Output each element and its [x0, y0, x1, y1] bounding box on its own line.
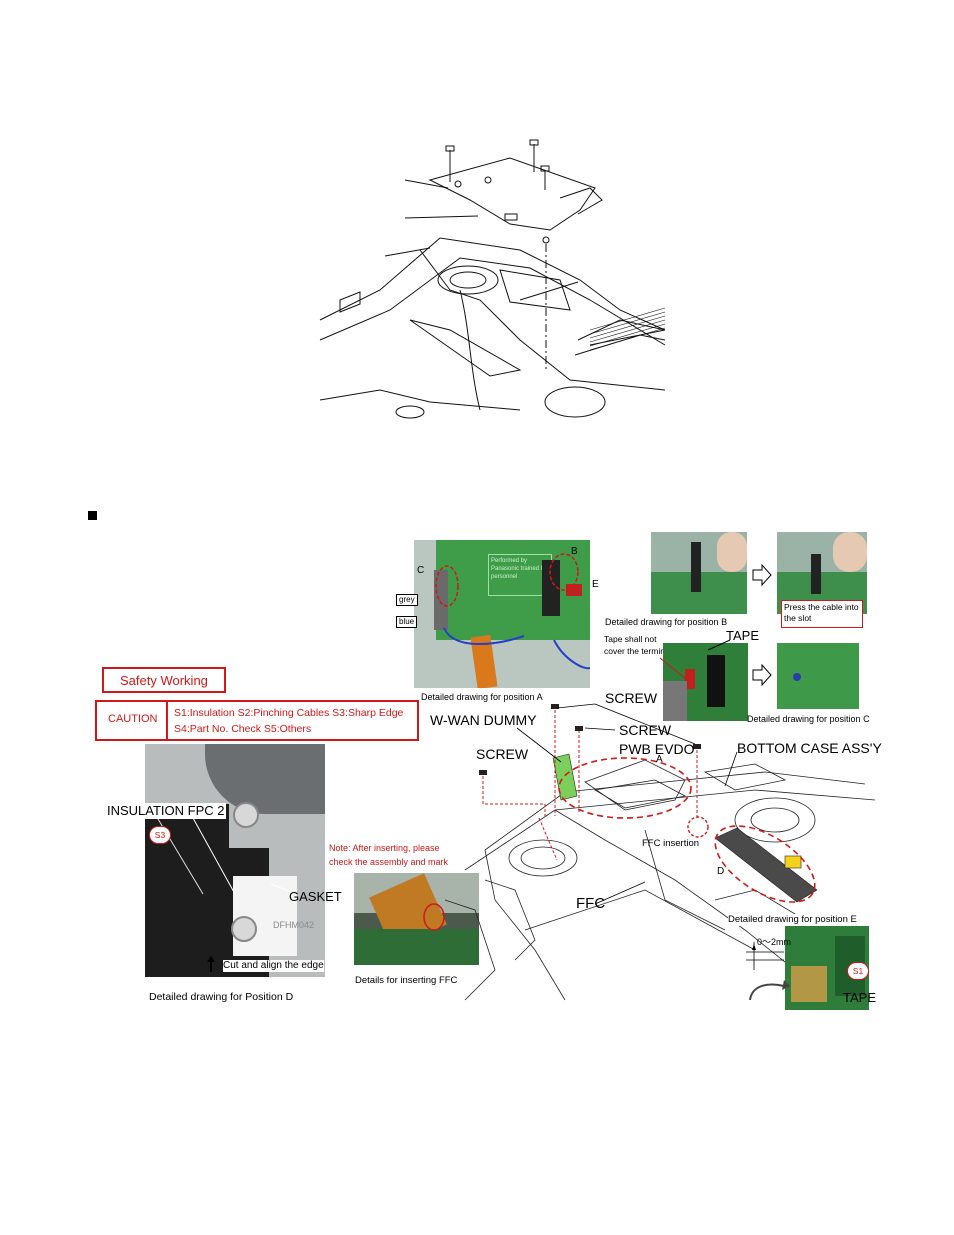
- caption-position-a: Detailed drawing for position A: [421, 692, 543, 702]
- position-c-photo-before: [663, 643, 748, 721]
- photo-mark: DFHM042: [273, 920, 315, 930]
- label-tape-c: TAPE: [726, 628, 759, 643]
- label-position-e-marker: E: [592, 579, 599, 590]
- main-assembly-drawing: [444, 703, 876, 1001]
- tag-grey: grey: [396, 594, 418, 606]
- up-arrow-icon: [207, 956, 215, 972]
- safety-working-title: Safety Working: [120, 673, 208, 688]
- safety-working-box: [102, 667, 226, 693]
- label-screw-mid: SCREW: [619, 722, 672, 738]
- label-w-wan-dummy: W-WAN DUMMY: [430, 712, 537, 728]
- s3-badge-text: S3: [154, 830, 166, 840]
- position-c-photo-after: [777, 643, 859, 709]
- label-position-a-marker: A: [656, 754, 663, 765]
- label-bottom-case: BOTTOM CASE ASS'Y: [737, 740, 882, 756]
- position-b-photo-before: [651, 532, 747, 614]
- position-a-photo: Performed by Panasonic trained IT person…: [414, 540, 590, 688]
- position-d-photo: DFHM042: [145, 744, 325, 977]
- tape-leader-lines: [659, 639, 731, 685]
- label-insulation-fpc: INSULATION FPC 2: [106, 803, 226, 819]
- caution-box: [95, 700, 419, 741]
- ffc-note-line-2: check the assembly and mark: [329, 857, 449, 867]
- label-ffc-insertion: FFC insertion: [642, 838, 700, 849]
- label-screw-top: SCREW: [605, 690, 658, 706]
- caution-line-2: S4:Part No. Check S5:Others: [174, 723, 312, 735]
- label-cut-align: Cut and align the edge: [223, 960, 324, 972]
- label-gasket: GASKET: [289, 889, 342, 904]
- caution-line-1: S1:Insulation S2:Pinching Cables S3:Shar…: [174, 707, 404, 719]
- tape-note: Tape shall not cover the terminal: [604, 634, 672, 656]
- label-ffc: FFC: [576, 895, 606, 912]
- ffc-note-line-1: Note: After inserting, please: [329, 843, 440, 853]
- label-gap-0-2mm: 0～2mm: [757, 937, 792, 947]
- tag-blue: blue: [396, 616, 418, 628]
- caption-position-b: Detailed drawing for position B: [605, 617, 728, 627]
- caption-position-c: Detailed drawing for position C: [747, 714, 870, 724]
- label-position-d-marker: D: [717, 866, 725, 877]
- label-position-b-marker: B: [571, 546, 578, 557]
- note-press-cable: Press the cable into the slot: [781, 600, 863, 628]
- caption-position-e: Detailed drawing for position E: [728, 914, 857, 926]
- note-press-cable-text: Press the cable into the slot: [784, 602, 859, 623]
- arrow-c: [752, 663, 772, 687]
- label-position-c-marker: C: [417, 565, 425, 576]
- label-tape-e: TAPE: [843, 990, 876, 1005]
- exploded-view-drawing: [319, 139, 666, 419]
- s3-badge: S3: [149, 826, 171, 844]
- ffc-detail-photo: [354, 873, 479, 965]
- label-pwb-evdo: PWB EVDO: [619, 741, 695, 757]
- caption-position-d: Detailed drawing for Position D: [149, 991, 294, 1003]
- s1-badge: S1: [847, 962, 869, 980]
- caption-ffc-detail: Details for inserting FFC: [355, 975, 458, 986]
- caution-divider: [166, 701, 168, 740]
- section-bullet: [88, 511, 97, 520]
- s1-badge-text: S1: [852, 966, 864, 976]
- arrow-b: [752, 563, 772, 587]
- caution-label: CAUTION: [108, 713, 158, 725]
- curved-arrow-icon: [749, 980, 790, 1001]
- label-screw-left: SCREW: [476, 746, 529, 762]
- gap-dimension-marker: [746, 942, 784, 970]
